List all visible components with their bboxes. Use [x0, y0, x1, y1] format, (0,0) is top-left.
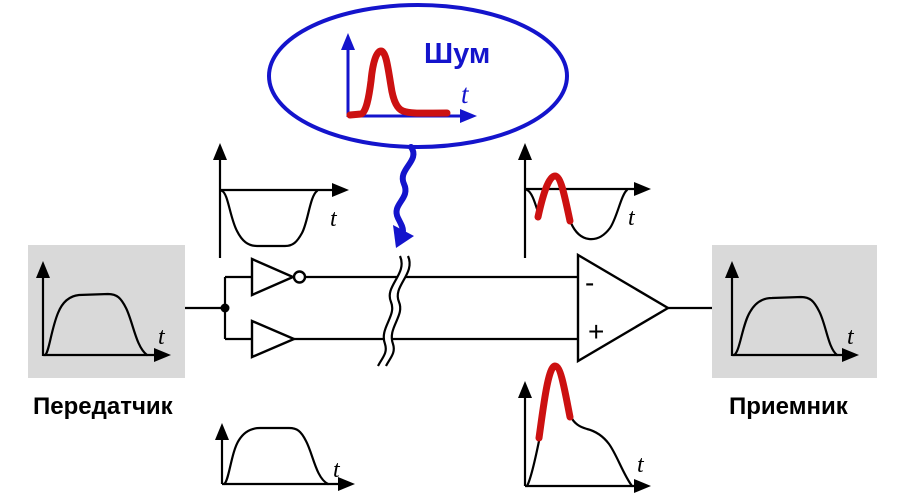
noise-source-callout: Шум t — [267, 3, 569, 149]
receiver-waveform: t — [725, 261, 859, 362]
t-axis-label: t — [628, 205, 636, 231]
diff-amplifier-icon — [576, 252, 671, 364]
waveform-true-noisy: t — [518, 362, 651, 493]
waveform-inverted-noisy: t — [518, 143, 651, 258]
noise-ellipse — [267, 3, 569, 149]
inverted-pulse-curve — [220, 189, 319, 248]
clean-pulse-curve — [732, 295, 839, 357]
wavy-arrow-head — [393, 225, 414, 248]
transmitter-label: Передатчик — [33, 393, 174, 420]
noise-injection-arrow — [393, 144, 417, 248]
t-axis-label: t — [847, 324, 855, 350]
noise-bump-curve — [534, 172, 574, 225]
waveform-inverted-clean: t — [213, 143, 349, 258]
clean-pulse-curve — [43, 292, 149, 357]
break-curve-left — [377, 255, 403, 367]
pulse-rising-edge — [525, 434, 542, 488]
inverting-buffer-icon — [250, 257, 296, 297]
amp-minus-input-label: - — [585, 267, 594, 298]
receiver-box — [712, 245, 877, 378]
line-break-marks — [377, 254, 411, 368]
noise-spike-curve — [535, 362, 574, 442]
waveform-true-clean: t — [215, 423, 355, 491]
t-axis-label: t — [637, 452, 645, 478]
amp-plus-input-label: + — [588, 316, 604, 347]
clean-pulse-curve — [222, 426, 330, 486]
non-inverting-buffer-icon — [250, 319, 298, 359]
t-axis-label: t — [158, 324, 166, 350]
noise-label: Шум — [424, 38, 490, 70]
pulse-falling-edge — [568, 413, 634, 488]
inverted-pulse-curve-right — [569, 188, 629, 241]
transmitter-waveform: t — [36, 261, 171, 362]
wavy-arrow-shaft — [393, 144, 417, 234]
break-gap — [378, 254, 410, 368]
receiver-label: Приемник — [729, 393, 849, 420]
t-axis-label: t — [330, 206, 338, 232]
noise-pulse-curve — [346, 47, 451, 119]
transmitter-box — [28, 245, 185, 378]
break-curve-right — [385, 255, 411, 367]
t-axis-label: t — [461, 79, 470, 109]
t-axis-label: t — [333, 457, 341, 483]
inverter-bubble-icon — [292, 270, 307, 284]
